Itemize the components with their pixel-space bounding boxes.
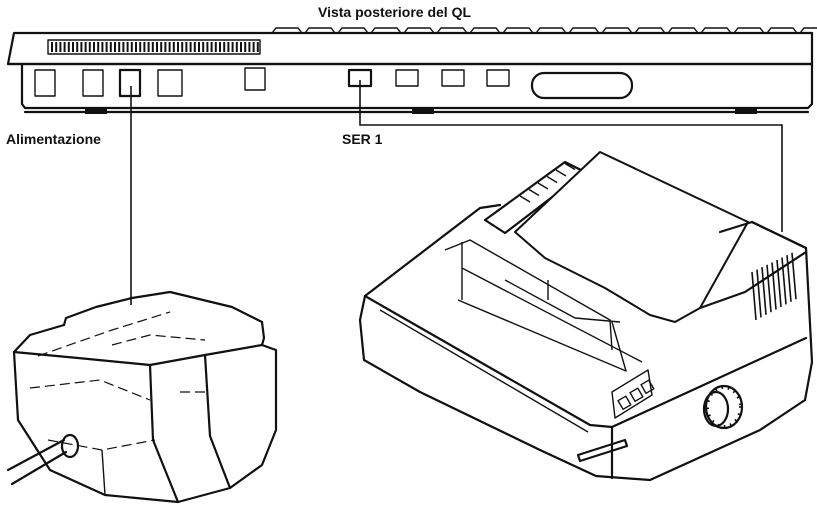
port-4 bbox=[245, 68, 265, 90]
power-socket bbox=[120, 70, 140, 96]
printer bbox=[360, 152, 812, 480]
front-slot bbox=[578, 440, 627, 461]
diagram-title: Vista posteriore del QL bbox=[318, 4, 471, 20]
serial-port-label: SER 1 bbox=[342, 131, 382, 147]
port-6 bbox=[487, 70, 509, 86]
foot-left bbox=[85, 108, 107, 114]
foot-middle bbox=[412, 108, 434, 114]
mains-cable bbox=[8, 440, 66, 484]
vent-grille bbox=[48, 40, 260, 54]
platen-knob bbox=[704, 385, 743, 429]
rom-cartridge-slot bbox=[532, 73, 632, 98]
power-label: Alimentazione bbox=[6, 131, 101, 147]
port-5 bbox=[442, 70, 464, 86]
port-2 bbox=[83, 70, 103, 96]
port-1 bbox=[35, 70, 55, 96]
ql-computer-rear-view bbox=[8, 28, 817, 114]
ser2-port bbox=[396, 70, 418, 86]
foot-right bbox=[735, 108, 757, 114]
port-3 bbox=[158, 70, 182, 96]
power-supply-unit bbox=[8, 292, 276, 502]
rear-ports bbox=[35, 68, 632, 98]
